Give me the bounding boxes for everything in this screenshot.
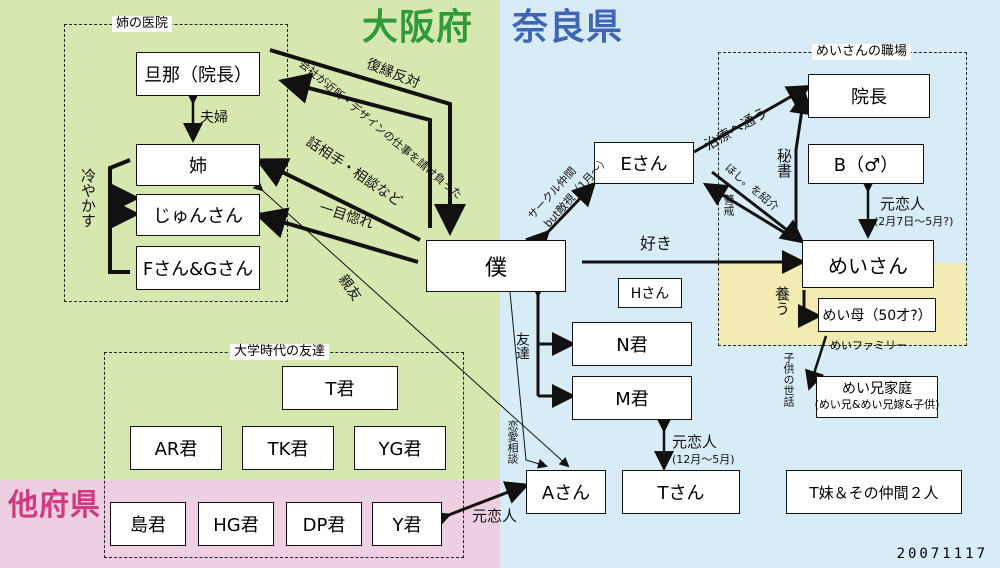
husband-node: 旦那（院長） — [136, 52, 260, 96]
workplace-group-title: めいさんの職場 — [812, 44, 912, 60]
sister-node: 姉 — [136, 144, 260, 186]
label-renai: 恋愛相談 — [506, 420, 519, 464]
other-prefectures-title: 他府県 — [8, 488, 101, 523]
label-fuufu: 夫婦 — [200, 110, 228, 126]
director-node: 院長 — [808, 74, 930, 118]
h-node: Hさん — [618, 278, 682, 308]
yg-node: YG君 — [354, 426, 446, 470]
a-node: Aさん — [526, 470, 606, 514]
mei-brother-family-title: めい兄家庭 — [842, 381, 912, 397]
m-node: M君 — [572, 376, 692, 420]
mei-brother-family-members: (めい兄&めい兄嫁&子供) — [814, 398, 940, 411]
clinic-group-title: 姉の医院 — [112, 16, 173, 32]
e-node: Eさん — [594, 142, 694, 184]
t-kun-node: T君 — [282, 366, 398, 410]
shima-node: 島君 — [110, 502, 186, 546]
mei-family-label: めいファミリー — [830, 339, 907, 352]
label-moto-b-date: (2月7日～5月?) — [874, 215, 954, 228]
label-moto-y: 元恋人 — [472, 507, 518, 525]
tk-node: TK君 — [242, 426, 334, 470]
t-san-node: Tさん — [622, 470, 740, 514]
label-keikai: 警戒 — [722, 194, 735, 216]
label-moto-b: 元恋人 — [880, 195, 926, 213]
y-node: Y君 — [372, 502, 442, 546]
mei-node: めいさん — [802, 240, 934, 288]
t-sister-node: T妹＆その仲間２人 — [786, 470, 962, 514]
ar-node: AR君 — [130, 426, 222, 470]
label-hiyakasu: 冷やかす — [79, 168, 97, 228]
jun-node: じゅんさん — [136, 194, 260, 236]
label-moto-t-date: (12月～5月) — [672, 453, 735, 466]
mei-brother-family-node: めい兄家庭 (めい兄&めい兄嫁&子供) — [814, 376, 940, 418]
label-kodomo: 子供の世話 — [782, 352, 795, 407]
dp-node: DP君 — [286, 502, 362, 546]
me-node: 僕 — [426, 240, 566, 292]
label-hisho: 秘書 — [775, 148, 793, 178]
label-yashinau: 養う — [773, 286, 791, 316]
label-tomodachi: 友達 — [514, 332, 530, 360]
fg-node: Fさん&Gさん — [136, 246, 260, 290]
hg-node: HG君 — [198, 502, 274, 546]
label-suki: 好き — [640, 234, 673, 253]
date-stamp: 20071117 — [896, 546, 988, 562]
osaka-title: 大阪府 — [362, 7, 474, 48]
label-moto-t: 元恋人 — [672, 433, 718, 451]
n-node: N君 — [572, 322, 692, 366]
nara-title: 奈良県 — [512, 7, 624, 48]
mei-mother-node: めい母（50才?） — [818, 298, 936, 332]
b-node: B（♂） — [808, 144, 924, 184]
